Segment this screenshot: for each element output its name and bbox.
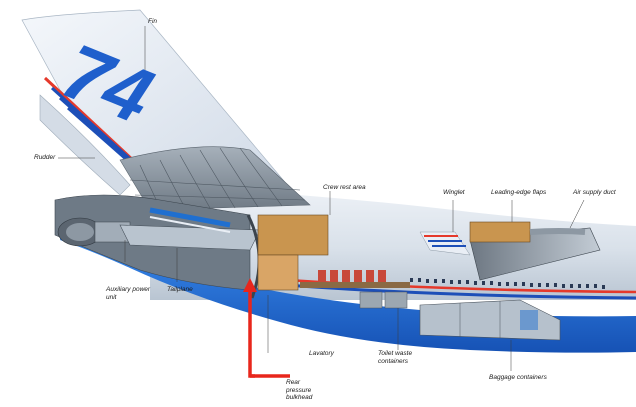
- apu-structure: [58, 218, 130, 246]
- label-auxiliary-power-unit: Auxiliary power unit: [106, 286, 154, 301]
- label-leading-edge-flaps: Leading-edge flaps: [491, 189, 546, 197]
- label-tailplane: Tailplane: [167, 286, 193, 294]
- label-crew-rest-area: Crew rest area: [323, 184, 366, 192]
- label-lavatory: Lavatory: [309, 350, 334, 358]
- cabin-floor: [300, 282, 410, 288]
- label-air-supply-duct: Air supply duct: [573, 189, 616, 197]
- leading-edge-flaps: [470, 222, 530, 242]
- label-rear-pressure-bulkhead: Rear pressure bulkhead: [286, 379, 326, 402]
- label-baggage-containers: Baggage containers: [489, 374, 547, 382]
- crew-rest-area: [258, 215, 328, 255]
- lavatory: [258, 255, 298, 290]
- baggage-containers: [420, 300, 560, 340]
- air-supply-duct: [530, 231, 585, 232]
- label-toilet-waste-containers: Toilet waste containers: [378, 350, 422, 365]
- label-winglet: Winglet: [443, 189, 465, 197]
- label-fin: Fin: [148, 18, 157, 26]
- label-rudder: Rudder: [34, 154, 55, 162]
